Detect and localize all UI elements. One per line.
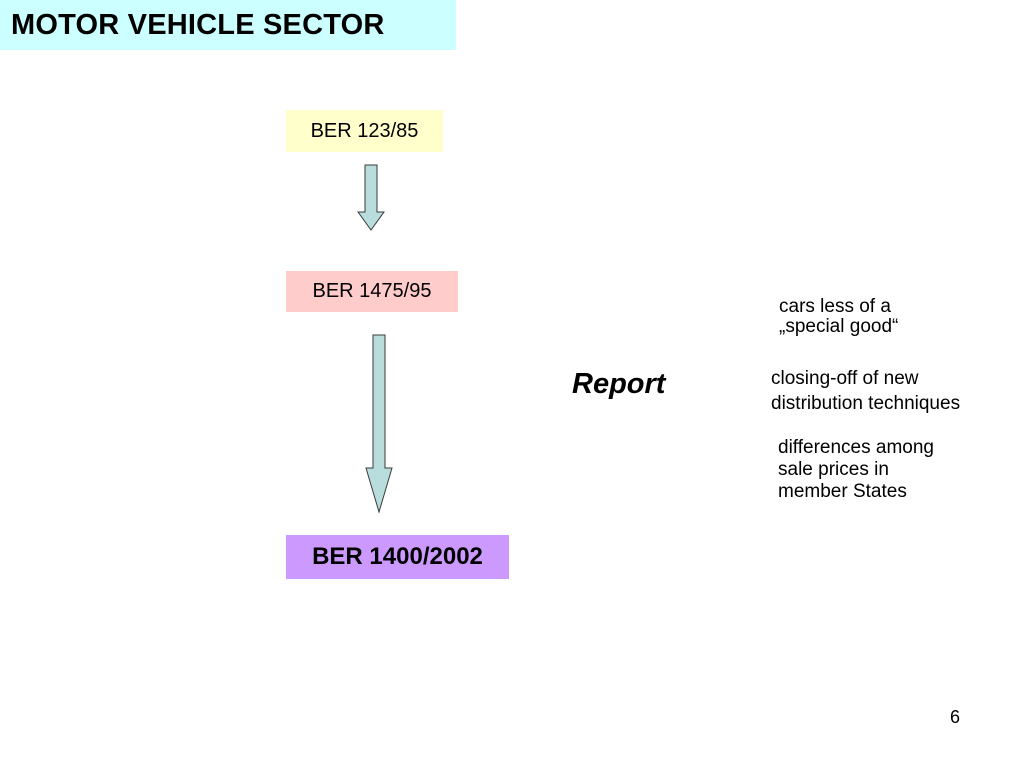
ber-box-label: BER 123/85 — [310, 119, 419, 142]
ber-box-label: BER 1475/95 — [312, 280, 432, 302]
down-arrow-2 — [365, 334, 393, 514]
report-label: Report — [572, 368, 666, 400]
report-item-line: distribution techniques — [771, 393, 961, 414]
arrow-shape — [365, 334, 393, 514]
slide-title: MOTOR VEHICLE SECTOR — [11, 8, 385, 41]
ber-box-1475-95: BER 1475/95 — [286, 271, 458, 312]
page-number: 6 — [950, 707, 961, 727]
report-item-line: closing-off of new — [771, 368, 919, 389]
report-item-line: member States — [778, 481, 907, 502]
ber-box-label: BER 1400/2002 — [312, 543, 483, 570]
ber-box-1400-2002: BER 1400/2002 — [286, 535, 509, 579]
report-item-special-good: cars less of a „special good“ — [779, 297, 898, 337]
report-item-price-differences: differences among sale prices in member … — [778, 437, 934, 503]
arrow-shape — [357, 164, 385, 231]
down-arrow-1 — [357, 164, 385, 231]
report-item-line: cars less of a — [779, 296, 891, 317]
report-item-line: differences among — [778, 437, 934, 458]
report-item-line: „special good“ — [779, 316, 899, 337]
ber-box-123-85: BER 123/85 — [286, 110, 443, 152]
report-item-distribution: closing-off of new distribution techniqu… — [771, 366, 960, 416]
report-item-line: sale prices in — [778, 459, 889, 480]
slide-title-box: MOTOR VEHICLE SECTOR — [0, 0, 456, 50]
